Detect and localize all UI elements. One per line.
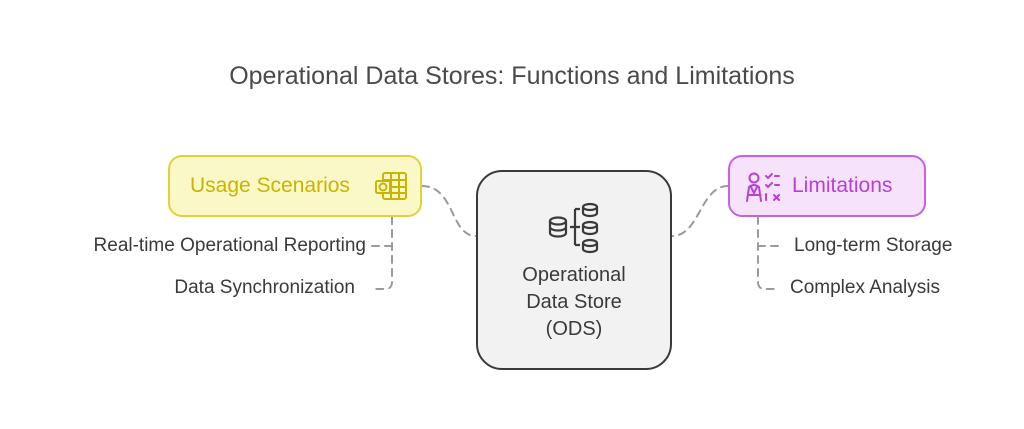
limitation-item-long-term-storage: Long-term Storage — [794, 235, 953, 256]
usage-scenarios-label: Usage Scenarios — [190, 174, 350, 197]
usage-item-realtime-reporting: Real-time Operational Reporting — [93, 235, 366, 256]
usage-scenarios-node: Usage Scenarios — [168, 155, 422, 217]
diagram-title: Operational Data Stores: Functions and L… — [229, 62, 795, 90]
limitations-label: Limitations — [792, 174, 893, 197]
ods-center-node: Operational Data Store (ODS) — [476, 170, 672, 370]
connector-left-main — [421, 185, 477, 237]
connector-right-trunk — [757, 216, 779, 290]
center-label: Operational Data Store (ODS) — [522, 264, 626, 340]
calendar-spreadsheet-icon — [375, 172, 407, 200]
person-checklist-icon — [746, 172, 780, 202]
limitation-item-complex-analysis: Complex Analysis — [790, 277, 940, 298]
connector-left-trunk — [371, 216, 393, 290]
connector-right-main — [671, 185, 729, 237]
limitations-node: Limitations — [728, 155, 926, 217]
database-servers-icon — [548, 202, 599, 254]
usage-item-data-sync: Data Synchronization — [174, 277, 355, 298]
